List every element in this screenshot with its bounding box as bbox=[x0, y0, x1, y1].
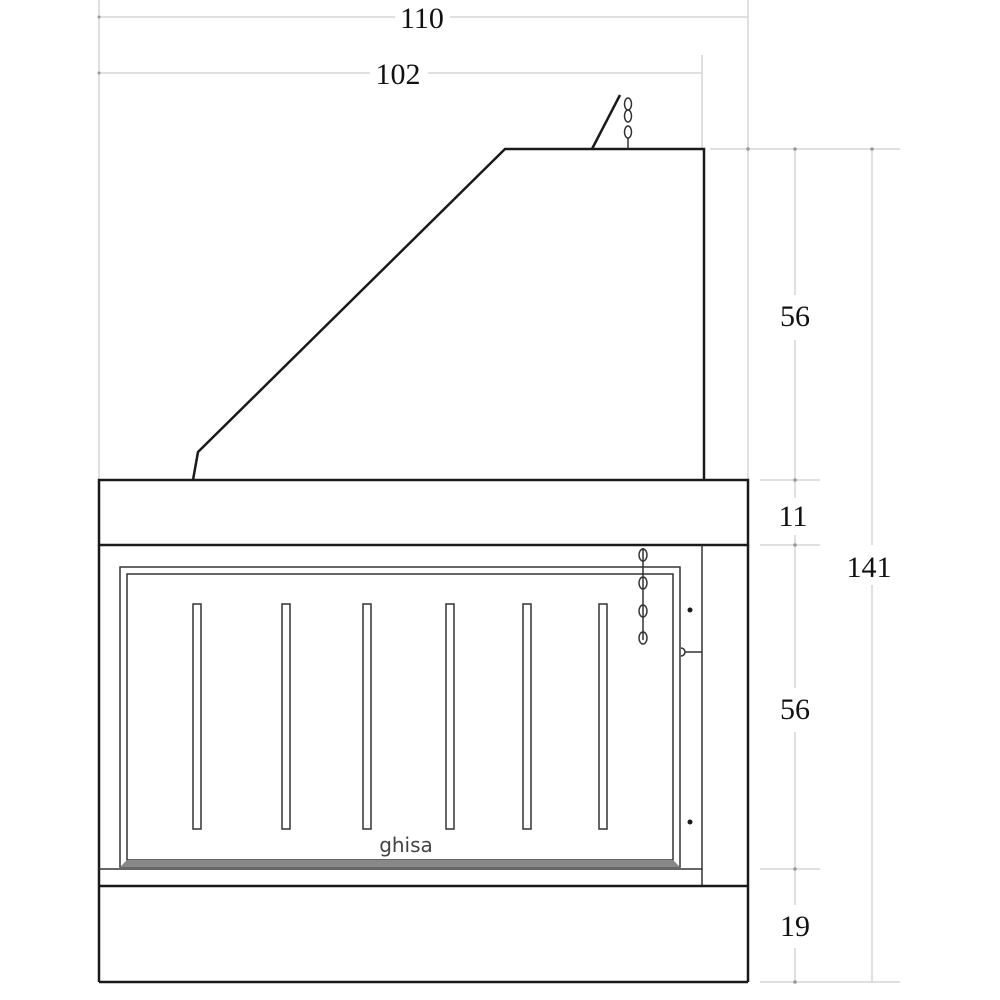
door-frame-inner bbox=[126, 573, 674, 861]
damper-lever bbox=[590, 94, 622, 150]
dimension-lines: 110 102 56 11 141 bbox=[97, 0, 900, 984]
dim-label-hood-width: 102 bbox=[376, 58, 421, 91]
dim-label-opening-height: 56 bbox=[780, 693, 810, 726]
door-frame-outer bbox=[119, 566, 681, 868]
bar-2 bbox=[281, 603, 291, 830]
firebox: ghisa bbox=[97, 545, 750, 982]
bar-6 bbox=[598, 603, 608, 830]
bar-1 bbox=[192, 603, 202, 830]
dim-label-lintel-height: 11 bbox=[779, 500, 808, 533]
dim-label-overall-width: 110 bbox=[400, 2, 444, 35]
hinge-dot-bottom bbox=[687, 819, 693, 825]
door-chain-icon bbox=[638, 548, 648, 645]
grate-bottom bbox=[120, 860, 680, 867]
grate-bars bbox=[192, 603, 608, 830]
hood bbox=[191, 94, 706, 481]
bar-3 bbox=[362, 603, 372, 830]
dim-label-hood-height: 56 bbox=[780, 300, 810, 333]
bar-5 bbox=[522, 603, 532, 830]
material-label: ghisa bbox=[379, 833, 433, 857]
hinge-dot-top bbox=[687, 607, 693, 613]
door-handle-icon[interactable] bbox=[680, 647, 702, 657]
lintel bbox=[97, 478, 750, 547]
dim-label-base-height: 19 bbox=[780, 910, 810, 943]
dim-label-total-height: 141 bbox=[847, 551, 892, 584]
top-chain-icon bbox=[623, 97, 633, 149]
bar-4 bbox=[445, 603, 455, 830]
dim-overall-width: 110 bbox=[99, 2, 748, 35]
dim-hood-width: 102 bbox=[99, 58, 702, 91]
